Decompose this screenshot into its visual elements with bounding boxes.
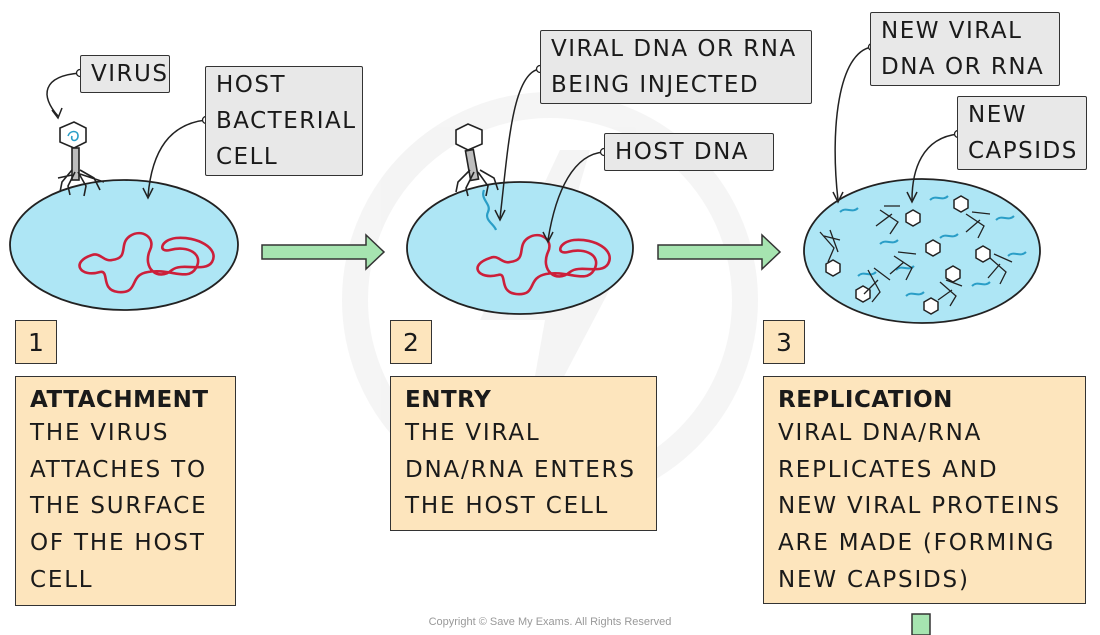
injected-viral-dna: [482, 189, 498, 231]
arrow-continue-down: [911, 613, 931, 635]
label-pointers: [46, 46, 959, 244]
virus-1: [57, 121, 105, 197]
step-1-number: 1: [15, 320, 57, 364]
new-capsids: [825, 195, 991, 315]
arrow-2-to-3: [657, 233, 782, 271]
step-3-number: 3: [763, 320, 805, 364]
label-virus: VIRUS: [80, 55, 170, 93]
label-new-viral-dna: NEW VIRAL DNA OR RNA: [870, 12, 1060, 86]
step-2-number: 2: [390, 320, 432, 364]
step-2-title: ENTRY: [405, 387, 492, 413]
label-new-capsids: NEW CAPSIDS: [957, 96, 1087, 170]
step-3-title: REPLICATION: [778, 387, 953, 413]
new-tail-fibres: [819, 205, 1013, 307]
step-1-title: ATTACHMENT: [30, 387, 209, 413]
step-3-description: VIRAL DNA/RNA REPLICATES AND NEW VIRAL P…: [778, 420, 1061, 593]
new-viral-dna-strands: [839, 195, 1027, 297]
step-1-box: ATTACHMENT THE VIRUS ATTACHES TO THE SUR…: [15, 376, 236, 606]
host-cell-2: [406, 181, 634, 315]
arrow-1-to-2: [261, 233, 386, 271]
label-host-dna: HOST DNA: [604, 133, 774, 171]
step-2-box: ENTRY THE VIRAL DNA/RNA ENTERS THE HOST …: [390, 376, 657, 531]
step-1-description: THE VIRUS ATTACHES TO THE SURFACE OF THE…: [30, 420, 208, 593]
step-3-box: REPLICATION VIRAL DNA/RNA REPLICATES AND…: [763, 376, 1086, 604]
virus-2: [455, 123, 499, 197]
host-dna-1: [78, 231, 215, 294]
host-dna-2: [476, 233, 611, 296]
host-cell-1: [9, 179, 239, 311]
label-host-bacterial-cell: HOST BACTERIAL CELL: [205, 66, 363, 176]
copyright-notice: Copyright © Save My Exams. All Rights Re…: [428, 616, 672, 628]
step-2-description: THE VIRAL DNA/RNA ENTERS THE HOST CELL: [405, 420, 636, 520]
label-viral-dna-injected: VIRAL DNA OR RNA BEING INJECTED: [540, 30, 812, 104]
